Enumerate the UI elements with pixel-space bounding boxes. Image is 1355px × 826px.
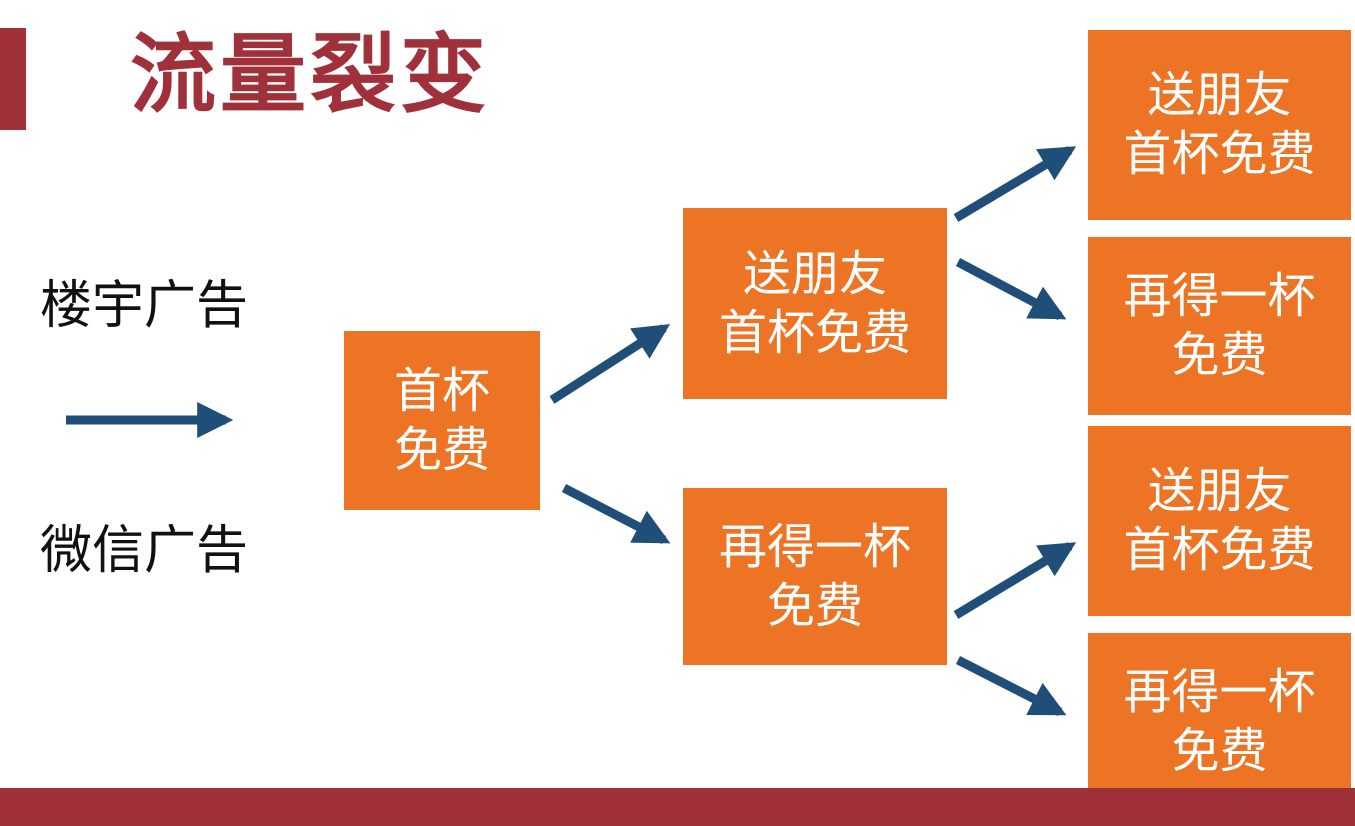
node-leaf-4-line-1: 再得一杯 <box>1123 664 1316 721</box>
node-leaf-4-line-2: 免费 <box>1171 723 1268 779</box>
node-mid-top-line-2: 首杯免费 <box>718 304 911 361</box>
node-leaf-1-line-1: 送朋友 <box>1147 67 1292 124</box>
arrow-mid-bottom-to-leaf-3 <box>953 542 1077 619</box>
node-leaf-3-line-1: 送朋友 <box>1147 463 1292 520</box>
node-leaf-2-another-cup: 再得一杯 免费 <box>1088 237 1351 415</box>
node-root-line-2: 免费 <box>393 421 490 478</box>
node-mid-bottom-line-1: 再得一杯 <box>718 518 911 575</box>
node-leaf-4-another-cup: 再得一杯 免费 <box>1088 633 1351 811</box>
arrow-mid-top-to-leaf-1 <box>953 146 1077 222</box>
page-title: 流量裂变 <box>130 25 490 125</box>
arrow-mid-top-to-leaf-2 <box>955 258 1067 320</box>
node-leaf-3-gift-friend: 送朋友 首杯免费 <box>1088 426 1351 616</box>
node-leaf-3-line-2: 首杯免费 <box>1123 522 1316 578</box>
arrow-mid-bottom-to-leaf-4 <box>955 655 1067 717</box>
node-root-first-cup-free: 首杯 免费 <box>344 331 540 510</box>
node-leaf-2-line-2: 免费 <box>1171 327 1268 383</box>
node-leaf-1-line-2: 首杯免费 <box>1123 126 1316 182</box>
node-leaf-2-line-1: 再得一杯 <box>1123 268 1316 325</box>
source-label-wechat-ads: 微信广告 <box>40 521 249 581</box>
node-mid-top-line-1: 送朋友 <box>742 245 887 302</box>
arrow-root-to-mid-top <box>549 324 671 404</box>
node-mid-top-gift-friend: 送朋友 首杯免费 <box>683 208 947 399</box>
title-accent-bar <box>0 28 26 130</box>
source-label-building-ads: 楼宇广告 <box>40 276 249 336</box>
node-mid-bottom-another-cup: 再得一杯 免费 <box>683 488 947 665</box>
arrow-root-to-mid-bottom <box>561 484 671 544</box>
node-leaf-1-gift-friend: 送朋友 首杯免费 <box>1088 30 1351 220</box>
node-mid-bottom-line-2: 免费 <box>766 577 863 634</box>
footer-bar <box>0 788 1355 826</box>
node-root-line-1: 首杯 <box>393 362 490 419</box>
